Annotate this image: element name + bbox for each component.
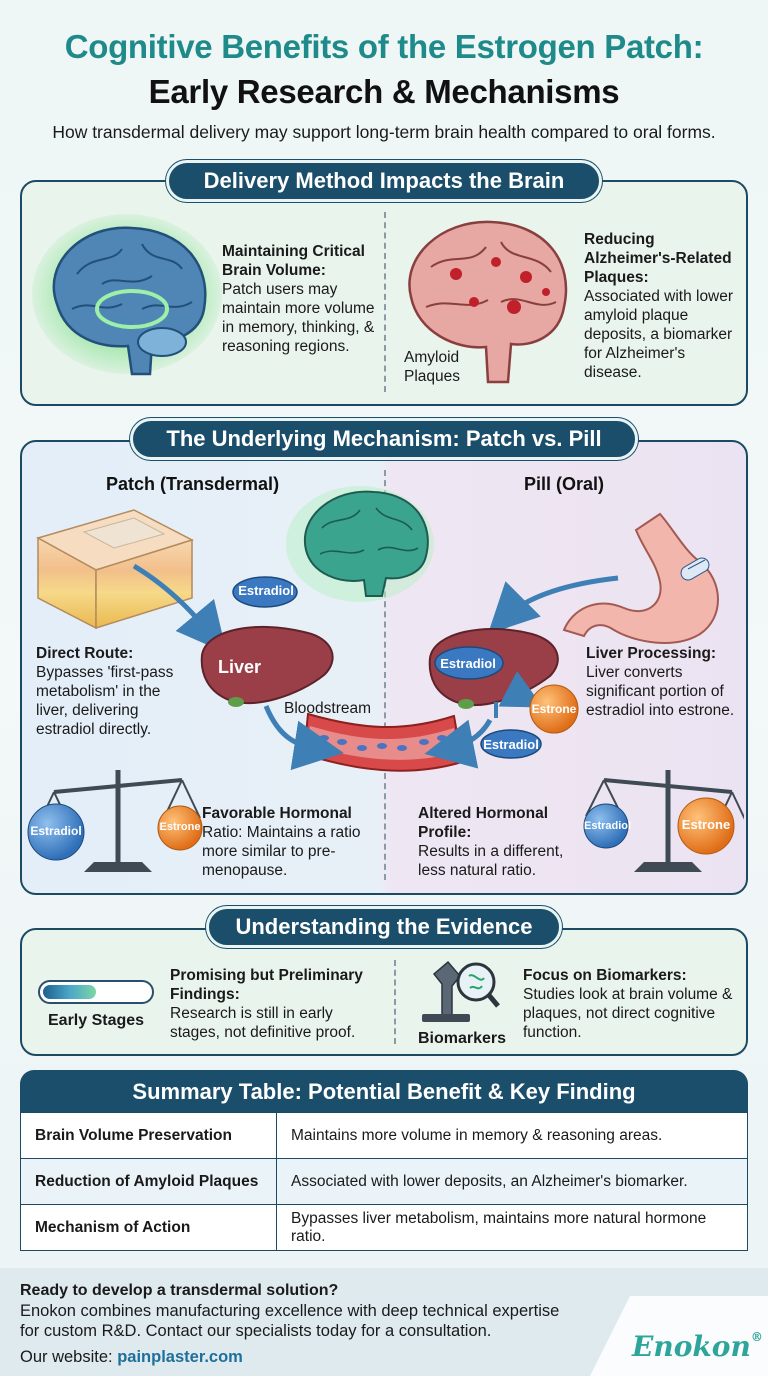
evidence-heading: Understanding the Evidence <box>206 906 562 948</box>
preliminary-findings-body: Research is still in early stages, not d… <box>170 1005 356 1041</box>
footer-line2: for custom R&D. Contact our specialists … <box>20 1322 492 1340</box>
plaque-image-label: Amyloid Plaques <box>404 348 484 386</box>
microscope-icon <box>422 960 500 1022</box>
direct-route-text: Direct Route: Bypasses 'first-pass metab… <box>36 644 196 739</box>
stomach-illustration <box>562 512 719 644</box>
footer-cta: Ready to develop a transdermal solution? <box>20 1282 339 1299</box>
brain-center-illustration <box>286 486 434 602</box>
estrone-label-scale-right: Estrone <box>681 817 731 832</box>
plaque-title: Reducing Alzheimer's-Related Plaques: <box>584 231 732 286</box>
brain-volume-body: Patch users may maintain more volume in … <box>222 281 375 355</box>
pill-column-heading: Pill (Oral) <box>524 474 605 494</box>
registered-mark: ® <box>750 1330 763 1344</box>
biomarker-focus-text: Focus on Biomarkers: Studies look at bra… <box>523 966 741 1042</box>
favorable-ratio-body: Ratio: Maintains a ratio more similar to… <box>202 824 361 879</box>
divider <box>384 470 386 880</box>
altered-profile-text: Altered Hormonal Profile: Results in a d… <box>418 804 588 880</box>
skin-patch-illustration <box>36 509 194 630</box>
favorable-ratio-text: Favorable Hormonal Ratio: Maintains a ra… <box>202 804 380 880</box>
website-link[interactable]: painplaster.com <box>117 1348 243 1366</box>
estrone-label-scale-left: Estrone <box>159 821 201 833</box>
table-cell-benefit: Brain Volume Preservation <box>20 1112 277 1159</box>
progress-label: Early Stages <box>48 1012 145 1029</box>
plaque-body: Associated with lower amyloid plaque dep… <box>584 288 734 381</box>
plaque-label-line1: Amyloid <box>404 349 460 366</box>
altered-profile-title: Altered Hormonal Profile: <box>418 805 549 841</box>
brain-volume-text: Maintaining Critical Brain Volume: Patch… <box>222 242 382 356</box>
biomarkers-label: Biomarkers <box>418 1030 507 1047</box>
website-label: Our website: <box>20 1348 113 1366</box>
direct-route-title: Direct Route: <box>36 645 134 662</box>
favorable-ratio-title: Favorable Hormonal <box>202 805 352 822</box>
summary-heading: Summary Table: Potential Benefit & Key F… <box>20 1070 748 1114</box>
balance-scale-right <box>583 770 744 872</box>
liver-processing-title: Liver Processing: <box>586 645 717 662</box>
plaque-brain-icon <box>408 220 568 384</box>
progress-bar <box>38 980 154 1004</box>
brain-volume-title: Maintaining Critical Brain Volume: <box>222 243 365 279</box>
footer: Ready to develop a transdermal solution?… <box>0 1268 768 1376</box>
summary-table: Brain Volume Preservation Maintains more… <box>20 1112 748 1251</box>
biomarker-focus-body: Studies look at brain volume & plaques, … <box>523 986 733 1041</box>
biomarker-focus-title: Focus on Biomarkers: <box>523 967 687 984</box>
bloodstream-label: Bloodstream <box>284 700 372 717</box>
preliminary-findings-title: Promising but Preliminary Findings: <box>170 967 363 1003</box>
footer-website-row: Our website: painplaster.com <box>20 1348 243 1367</box>
logo-background <box>590 1296 768 1376</box>
divider <box>384 212 386 392</box>
table-cell-finding: Bypasses liver metabolism, maintains mor… <box>276 1204 748 1251</box>
mechanism-heading: The Underlying Mechanism: Patch vs. Pill <box>130 418 638 460</box>
estradiol-label-scale-right: Estradiol <box>584 820 632 832</box>
page-subtitle: How transdermal delivery may support lon… <box>52 122 716 142</box>
estradiol-label-scale-left: Estradiol <box>30 824 82 838</box>
liver-label: Liver <box>218 657 262 677</box>
direct-route-body: Bypasses 'first-pass metabolism' in the … <box>36 664 174 738</box>
table-row: Mechanism of Action Bypasses liver metab… <box>20 1204 748 1251</box>
mechanism-diagram <box>27 486 744 872</box>
table-cell-benefit: Mechanism of Action <box>20 1204 277 1251</box>
brand-name: Enokon <box>632 1330 751 1363</box>
brain-volume-icon <box>32 214 222 376</box>
divider <box>394 960 396 1044</box>
estradiol-label-blood: Estradiol <box>483 737 539 752</box>
estradiol-label-patch: Estradiol <box>238 583 294 598</box>
table-cell-finding: Maintains more volume in memory & reason… <box>276 1112 748 1159</box>
enokon-logo: Enokon® <box>632 1330 763 1363</box>
table-row: Reduction of Amyloid Plaques Associated … <box>20 1158 748 1205</box>
plaque-text: Reducing Alzheimer's-Related Plaques: As… <box>584 230 744 382</box>
progress-bar-fill <box>43 985 96 999</box>
altered-profile-body: Results in a different, less natural rat… <box>418 843 564 879</box>
table-cell-benefit: Reduction of Amyloid Plaques <box>20 1158 277 1205</box>
table-cell-finding: Associated with lower deposits, an Alzhe… <box>276 1158 748 1205</box>
bloodstream-illustration <box>302 712 464 772</box>
estradiol-label-liver: Estradiol <box>440 656 496 671</box>
footer-line1: Enokon combines manufacturing excellence… <box>20 1302 560 1320</box>
patch-column-heading: Patch (Transdermal) <box>106 474 280 494</box>
page-title-line2: Early Research & Mechanisms <box>148 73 620 110</box>
balance-scale-left <box>27 770 203 872</box>
liver-processing-body: Liver converts significant portion of es… <box>586 664 735 719</box>
page-title-line1: Cognitive Benefits of the Estrogen Patch… <box>64 28 704 65</box>
plaque-label-line2: Plaques <box>404 368 461 385</box>
delivery-heading: Delivery Method Impacts the Brain <box>166 160 602 202</box>
preliminary-findings-text: Promising but Preliminary Findings: Rese… <box>170 966 380 1042</box>
liver-processing-text: Liver Processing: Liver converts signifi… <box>586 644 746 720</box>
estrone-label-liver: Estrone <box>531 702 577 716</box>
table-row: Brain Volume Preservation Maintains more… <box>20 1112 748 1159</box>
